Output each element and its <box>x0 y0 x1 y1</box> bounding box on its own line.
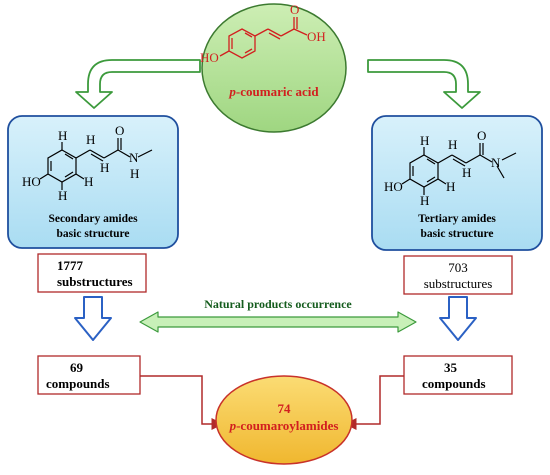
result-label-suffix: -coumaroylamides <box>236 418 338 433</box>
sec-atom-h-vinyl1: H <box>86 132 95 147</box>
tertiary-amides-box <box>371 115 543 251</box>
compounds-right-count: 35 <box>444 360 458 375</box>
sec-atom-h-vinyl2: H <box>100 160 109 175</box>
tertiary-title-1: Tertiary amides <box>418 213 496 225</box>
compounds-left-box <box>37 355 141 395</box>
connector-left <box>140 375 224 430</box>
substructures-left-box <box>37 253 147 293</box>
natural-products-label: Natural products occurrence <box>204 297 352 311</box>
secondary-amides-box <box>7 115 179 249</box>
tertiary-title-2: basic structure <box>421 228 494 240</box>
sec-atom-h-ring-b: H <box>58 188 67 203</box>
sec-atom-ho: HO <box>22 174 41 189</box>
connector-right <box>344 375 404 430</box>
source-atom-oh-right: OH <box>307 29 326 44</box>
substructures-left-label: substructures <box>57 274 133 289</box>
sec-atom-h-top: H <box>58 128 67 143</box>
compounds-left-count: 69 <box>70 360 84 375</box>
ter-atom-n: N <box>491 155 501 170</box>
secondary-amide-structure <box>39 138 153 190</box>
substructures-left-count: 1777 <box>57 258 84 273</box>
source-atom-ho-left: HO <box>200 50 219 65</box>
p-coumaric-acid-structure <box>219 17 308 59</box>
natural-products-double-arrow <box>139 311 417 333</box>
sec-atom-h-ring-r: H <box>84 174 93 189</box>
compounds-right-box <box>403 355 513 395</box>
sec-atom-h-n: H <box>130 166 139 181</box>
tertiary-amide-structure <box>401 143 517 195</box>
source-label-suffix: -coumaric acid <box>236 84 319 99</box>
ter-atom-h-ring-r: H <box>446 179 455 194</box>
secondary-title-1: Secondary amides <box>48 213 138 225</box>
source-ellipse <box>201 3 347 133</box>
ter-atom-o: O <box>477 128 486 143</box>
source-label-prefix: p <box>228 84 236 99</box>
substructures-right-box <box>403 255 513 295</box>
substructures-right-label: substructures <box>424 276 493 291</box>
result-label-prefix: p <box>229 418 237 433</box>
result-count: 74 <box>278 401 292 416</box>
compounds-left-label: compounds <box>46 376 110 391</box>
result-label: p-coumaroylamides <box>229 418 339 433</box>
ter-atom-ho: HO <box>384 179 403 194</box>
down-arrow-left <box>74 296 112 341</box>
ter-atom-h-ring-b: H <box>420 193 429 208</box>
sec-atom-o: O <box>115 123 124 138</box>
ter-atom-h-vinyl2: H <box>462 165 471 180</box>
sec-atom-n: N <box>129 150 139 165</box>
substructures-right-count: 703 <box>448 260 468 275</box>
result-ellipse <box>215 375 353 465</box>
green-arrow-right <box>367 59 481 109</box>
secondary-title-2: basic structure <box>57 228 130 240</box>
compounds-right-label: compounds <box>422 376 486 391</box>
green-arrow-left <box>75 59 201 109</box>
ter-atom-h-vinyl1: H <box>448 137 457 152</box>
down-arrow-right <box>439 296 477 341</box>
source-label: p-coumaric acid <box>228 84 319 99</box>
source-atom-o: O <box>290 2 299 17</box>
ter-atom-h-top: H <box>420 133 429 148</box>
